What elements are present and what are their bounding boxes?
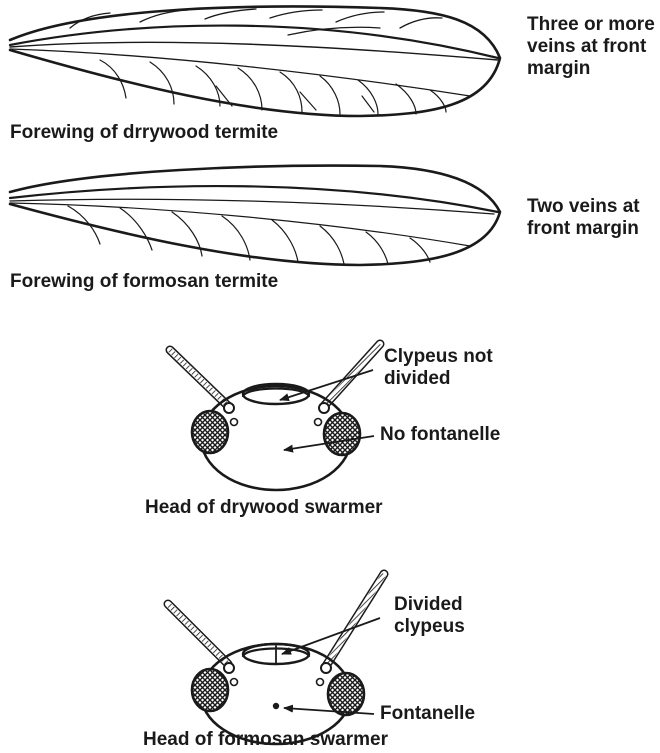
- formosan-head-drawing: [168, 574, 384, 744]
- formosan-median-vein: [10, 203, 470, 246]
- formosan-right-ocellus: [317, 679, 324, 686]
- formosan-wing-note-line-2: front margin: [527, 218, 640, 240]
- drywood-wing-margin-note: Three or more veins at front margin: [527, 14, 655, 80]
- formosan-left-ocellus: [231, 679, 238, 686]
- drywood-right-antenna-socket: [319, 403, 329, 413]
- drywood-wing-note-line-3: margin: [527, 58, 655, 80]
- drywood-left-compound-eye: [192, 411, 228, 453]
- formosan-radial-vein: [10, 199, 494, 214]
- drywood-fontanelle-label: No fontanelle: [380, 424, 500, 446]
- drywood-left-antenna-socket: [224, 403, 234, 413]
- drywood-forewing: [10, 7, 500, 116]
- drywood-leading-edge-veinlets: [70, 9, 442, 35]
- formosan-wing-caption: Forewing of formosan termite: [10, 271, 278, 293]
- drywood-wing-note-line-1: Three or more: [527, 14, 655, 36]
- formosan-wing-outline: [10, 166, 500, 265]
- drywood-left-ocellus: [231, 419, 238, 426]
- formosan-clypeus-label-line-2: clypeus: [394, 616, 465, 638]
- formosan-clypeus-pointer-arrow: [282, 618, 380, 654]
- drywood-radial-vein: [10, 42, 498, 60]
- drywood-clypeus-label-line-2: divided: [384, 368, 493, 390]
- drywood-wing-caption: Forewing of drrywood termite: [10, 122, 278, 144]
- drywood-clypeus-label: Clypeus not divided: [384, 346, 493, 390]
- formosan-right-antenna-socket: [321, 663, 331, 673]
- formosan-forewing: [10, 166, 500, 265]
- drywood-head-drawing: [170, 344, 380, 490]
- formosan-head-caption: Head of formosan swarmer: [143, 729, 388, 751]
- drywood-head-caption: Head of drywood swarmer: [145, 497, 383, 519]
- drywood-right-compound-eye: [324, 413, 360, 455]
- drywood-wing-outline: [10, 7, 500, 116]
- formosan-wing-note-line-1: Two veins at: [527, 196, 640, 218]
- formosan-left-antenna-socket: [224, 663, 234, 673]
- formosan-fontanelle-dot: [273, 703, 279, 709]
- formosan-clypeus-label-line-1: Divided: [394, 594, 465, 616]
- drywood-median-vein: [10, 49, 470, 96]
- formosan-fontanelle-pointer-arrow: [284, 708, 374, 714]
- drywood-wing-note-line-2: veins at front: [527, 36, 655, 58]
- formosan-left-compound-eye: [192, 669, 228, 711]
- drywood-clypeus-label-line-1: Clypeus not: [384, 346, 493, 368]
- formosan-wing-margin-note: Two veins at front margin: [527, 196, 640, 240]
- formosan-clypeus-label: Divided clypeus: [394, 594, 465, 638]
- formosan-fontanelle-label: Fontanelle: [380, 703, 475, 725]
- formosan-right-compound-eye: [328, 673, 364, 715]
- formosan-hind-veinlets: [68, 206, 430, 264]
- drywood-right-ocellus: [315, 419, 322, 426]
- drywood-front-margin-vein: [10, 26, 498, 58]
